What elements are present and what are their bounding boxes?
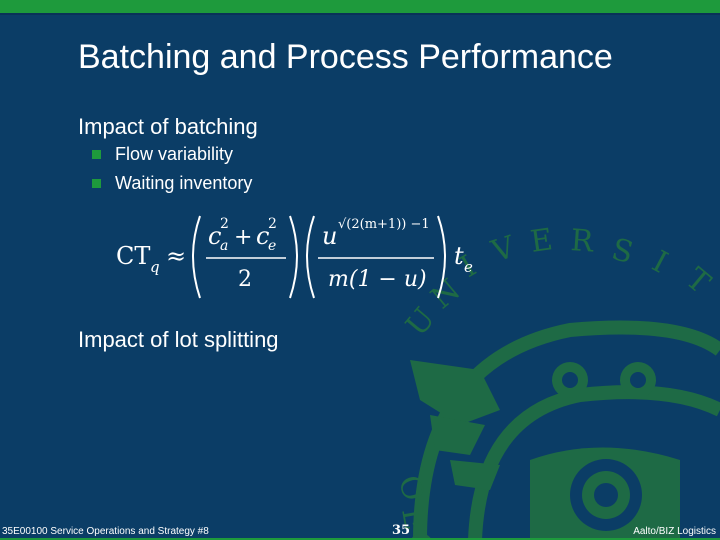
formula-ct: CT (116, 242, 150, 270)
formula-denom: 2 (238, 267, 252, 292)
left-paren (192, 215, 201, 299)
slide-title: Batching and Process Performance (78, 38, 613, 76)
bullet-square-icon (92, 150, 101, 159)
seal-letter: E (528, 222, 555, 260)
seal-letter: I (646, 244, 673, 280)
formula-u: u (322, 222, 337, 250)
slide-footer: 35E00100 Service Operations and Strategy… (0, 518, 720, 540)
top-accent-line (0, 13, 720, 15)
bullet-text: Flow variability (115, 144, 234, 164)
top-accent-bar (0, 0, 720, 13)
formula-approx: ≈ (166, 242, 186, 270)
section-heading-batching: Impact of batching (78, 114, 258, 139)
formula-exponent: √(2(m+1)) −1 (338, 217, 430, 232)
formula-t: t (454, 242, 464, 270)
seal-letter: V (487, 229, 521, 270)
seal-letter: T (679, 261, 717, 301)
footer-org: Aalto/BIZ Logistics (633, 526, 716, 537)
formula-ct-sub: q (150, 258, 160, 276)
formula-c: c (256, 222, 269, 250)
left-paren (306, 215, 315, 299)
seal-letter: R (569, 223, 595, 260)
footer-course: 35E00100 Service Operations and Strategy… (2, 526, 209, 537)
bullet-square-icon (92, 179, 101, 188)
formula-e-sub: e (268, 238, 276, 254)
right-paren (437, 215, 446, 299)
bullet-item: Waiting inventory (92, 173, 252, 194)
right-paren (289, 215, 298, 299)
formula-m-expr: m(1 − u) (328, 267, 427, 292)
seal-letter: S (608, 232, 637, 271)
seal-letter: C (402, 532, 437, 540)
seal-letter: U (399, 301, 442, 343)
bullet-text: Waiting inventory (115, 173, 253, 193)
bullet-item: Flow variability (92, 144, 233, 165)
formula-c: c (208, 222, 221, 250)
cycle-time-formula: CT q ≈ c 2 a + c 2 e 2 u √(2(m+1)) −1 m(… (116, 215, 473, 299)
formula-sq: 2 (220, 216, 229, 232)
footer-page-number: 35 (392, 523, 411, 538)
formula-plus: + (234, 225, 252, 250)
bottom-accent-rule (0, 538, 720, 540)
formula-sq: 2 (268, 216, 277, 232)
formula-a-sub: a (220, 238, 228, 254)
university-seal-watermark: U N I V E R S I T O E C (390, 222, 720, 540)
section-heading-lot-splitting: Impact of lot splitting (78, 327, 279, 352)
formula-t-sub: e (464, 258, 473, 276)
